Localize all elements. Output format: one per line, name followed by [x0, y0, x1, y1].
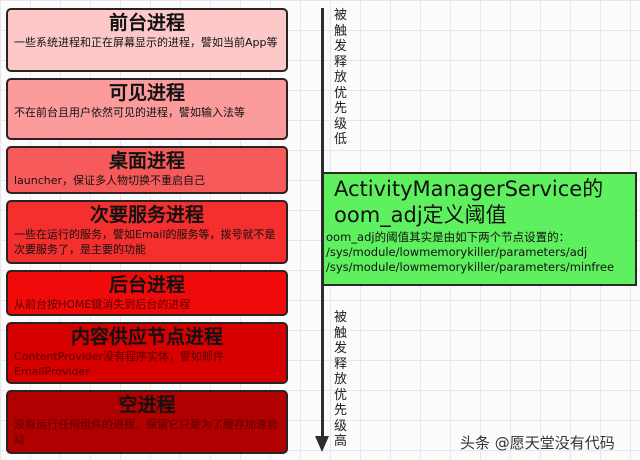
process-title: 空进程	[118, 394, 176, 416]
process-box: 可见进程不在前台且用户依然可见的进程，譬如输入法等	[6, 78, 288, 140]
process-desc: 一些系统进程和正在屏幕显示的进程，譬如当前App等	[14, 36, 278, 49]
process-desc: 从前台按HOME键消失到后台的进程	[14, 298, 191, 311]
process-desc: launcher，保证多人物切换不重启自己	[14, 174, 206, 187]
info-line-1: oom_adj的阈值其实是由如下两个节点设置的：	[326, 230, 571, 244]
info-line-2: /sys/module/lowmemorykiller/parameters/a…	[326, 245, 588, 259]
process-title: 次要服务进程	[89, 204, 204, 226]
process-desc: 不在前台且用户依然可见的进程，譬如输入法等	[14, 106, 245, 119]
process-box: 前台进程一些系统进程和正在屏幕显示的进程，譬如当前App等	[6, 8, 288, 72]
process-box: 次要服务进程一些在运行的服务，譬如Email的服务等，拨号就不是次要服务了，是主…	[6, 200, 288, 264]
process-title: 内容供应节点进程	[70, 326, 223, 348]
process-title: 后台进程	[108, 274, 185, 296]
watermark: 头条 @愿天堂没有代码	[460, 434, 615, 452]
arrow-down-icon	[315, 436, 329, 452]
process-box: 桌面进程 launcher，保证多人物切换不重启自己	[6, 146, 288, 194]
process-desc: ContentProvider没有程序实体，譬如邮件EmailProvider	[14, 350, 225, 378]
process-desc: 没有运行任何组件的进程，保留它只是为了缓存加速启动	[14, 418, 278, 446]
high-priority-label: 被触发释放优先级高	[334, 310, 348, 449]
oom-adj-info-box: ActivityManagerService的oom_adj定义阈值 oom_a…	[322, 172, 637, 286]
process-box: 空进程没有运行任何组件的进程，保留它只是为了缓存加速启动	[6, 390, 288, 454]
info-title: ActivityManagerService的oom_adj定义阈值	[334, 177, 604, 227]
info-line-3: /sys/module/lowmemorykiller/parameters/m…	[326, 260, 615, 274]
process-title: 可见进程	[108, 82, 185, 104]
process-desc: 一些在运行的服务，譬如Email的服务等，拨号就不是次要服务了，是主要的功能	[14, 228, 276, 256]
process-title: 桌面进程	[108, 150, 185, 172]
process-title: 前台进程	[108, 12, 185, 34]
process-box: 后台进程从前台按HOME键消失到后台的进程	[6, 270, 288, 316]
low-priority-label: 被触发释放优先级低	[334, 8, 348, 147]
